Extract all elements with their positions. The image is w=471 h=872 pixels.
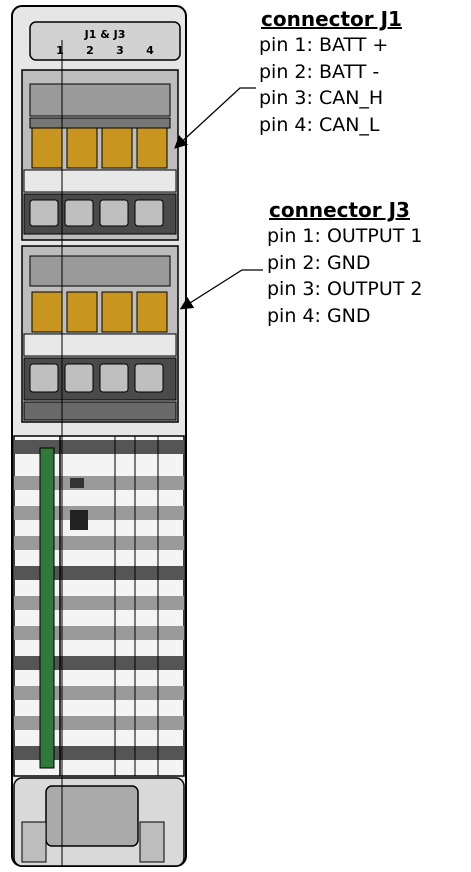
j1-clamp-1 (31, 127, 63, 169)
j3-pin-4: pin 4: GND (267, 304, 371, 327)
header-label-title: J1 & J3 (84, 28, 126, 41)
j1-pin-4: pin 4: CAN_L (259, 113, 380, 136)
j1-clamp-4 (136, 127, 168, 169)
j3-clamp-4 (136, 291, 168, 333)
j3-clamp-2 (66, 291, 98, 333)
header-pin-3: 3 (116, 44, 124, 57)
j3-clamp-3 (101, 291, 133, 333)
j1-pin-1: pin 1: BATT + (259, 34, 389, 56)
header-pin-1: 1 (56, 44, 64, 57)
connector-j1-labels: connector J1 pin 1: BATT + pin 2: BATT -… (259, 6, 402, 138)
connector-j3-title: connector J3 (269, 198, 410, 222)
header-pin-4: 4 (146, 44, 154, 57)
pcb-component (70, 478, 84, 488)
pcb-component (70, 510, 88, 530)
j3-pin-2: pin 2: GND (267, 251, 371, 274)
connector-j1-title: connector J1 (261, 7, 402, 31)
device-illustration: J1 & J3 1 2 3 4 (11, 5, 187, 867)
j1-pin-3: pin 3: CAN_H (259, 87, 384, 109)
j3-clamp-1 (31, 291, 63, 333)
connector-j1-body (21, 69, 179, 241)
connector-j3-labels: connector J3 pin 1: OUTPUT 1 pin 2: GND … (267, 197, 423, 329)
header-pin-2: 2 (86, 44, 94, 57)
j3-pin-1: pin 1: OUTPUT 1 (267, 225, 423, 247)
j1-pin-2: pin 2: BATT - (259, 60, 380, 83)
j1-clamp-2 (66, 127, 98, 169)
bottom-clip (13, 777, 185, 867)
j1-clamp-3 (101, 127, 133, 169)
j3-pin-3: pin 3: OUTPUT 2 (267, 278, 423, 300)
header-label-plate (29, 21, 181, 61)
pcb-edge (39, 447, 55, 769)
connector-j3-body (21, 245, 179, 423)
